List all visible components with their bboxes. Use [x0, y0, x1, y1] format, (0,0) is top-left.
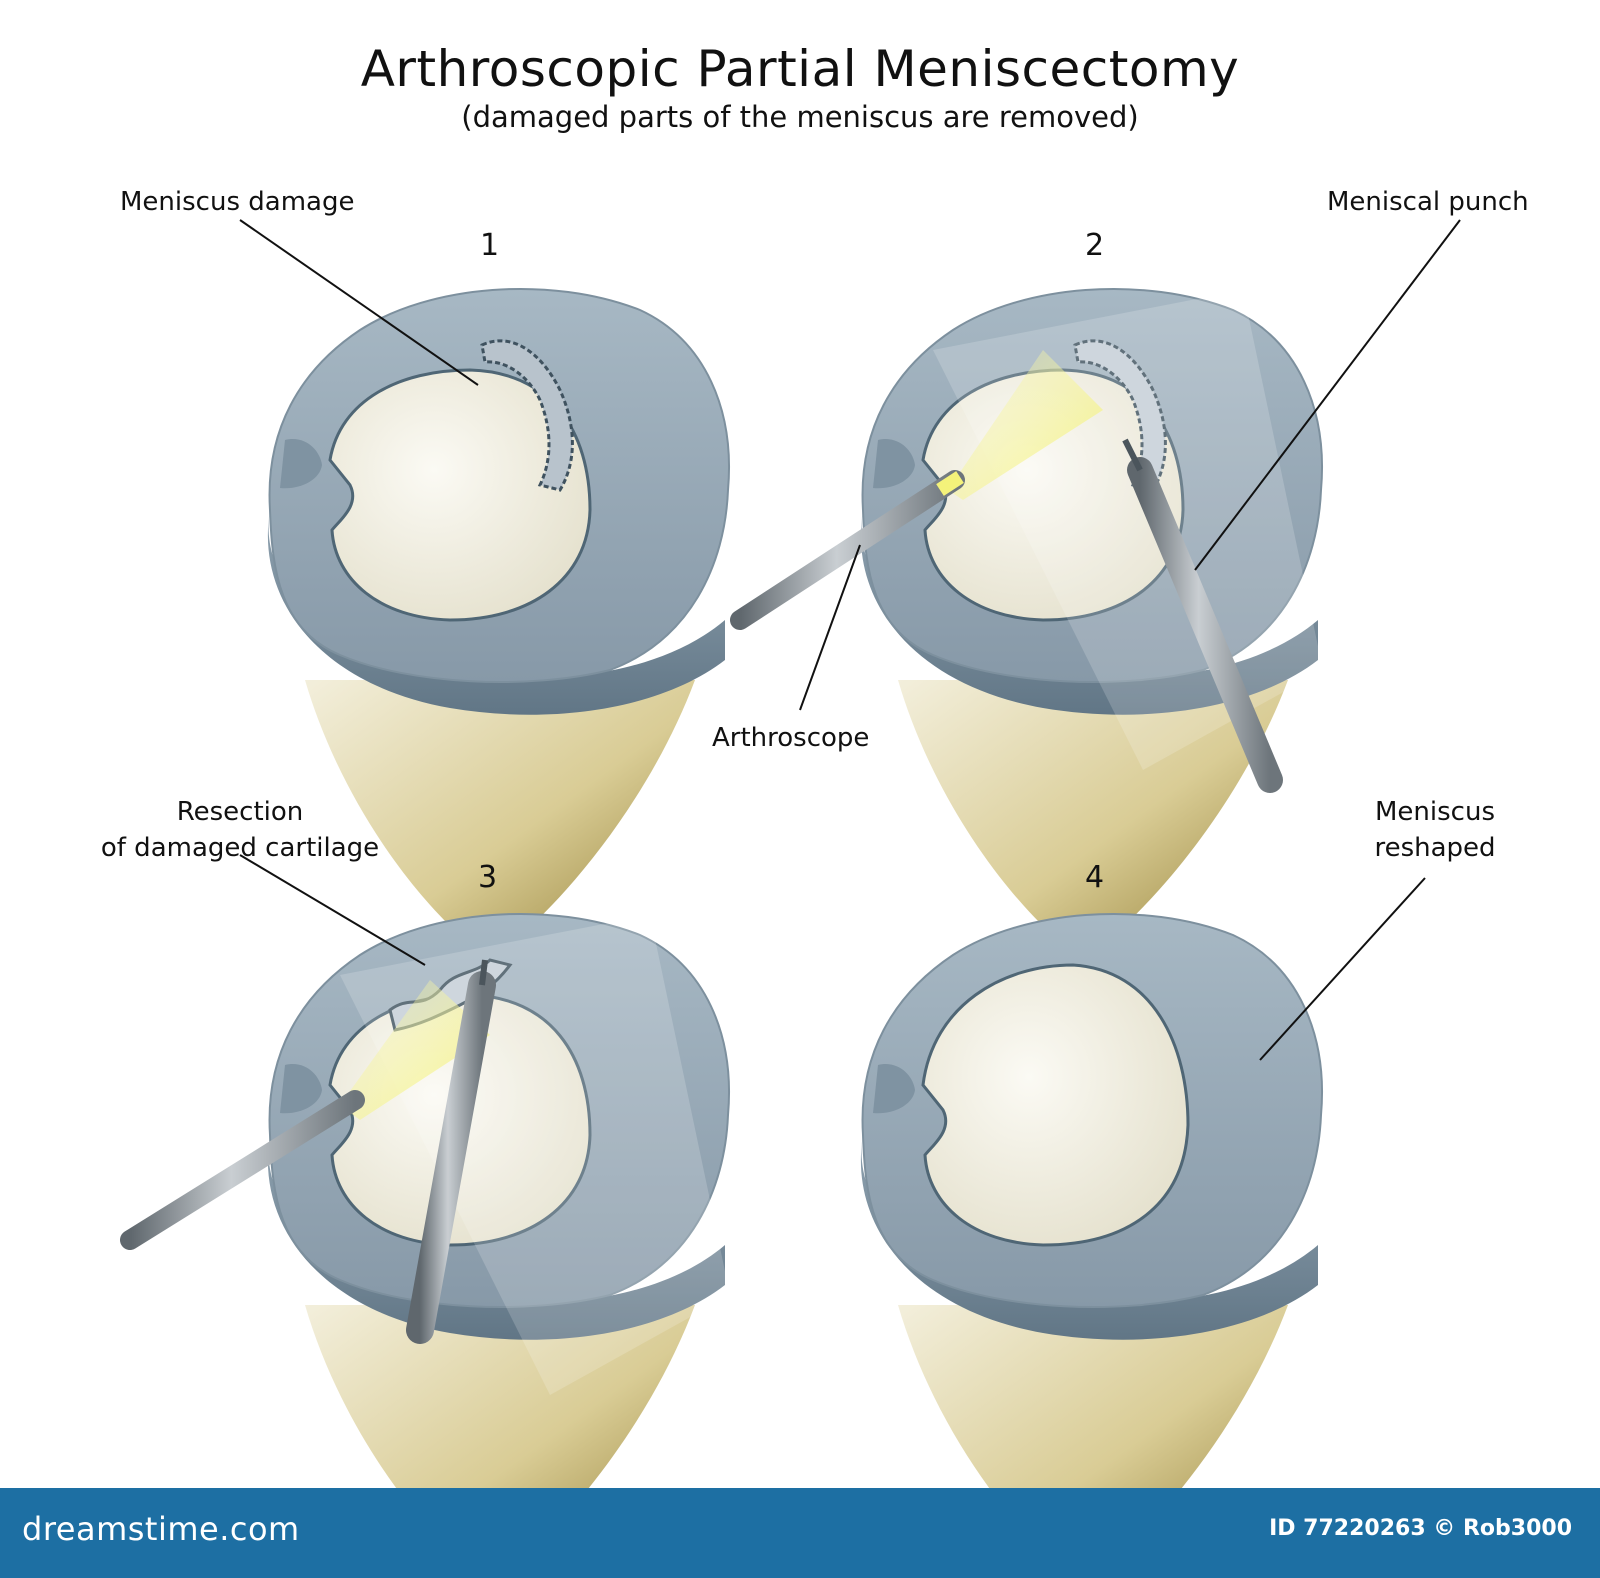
panel-number-2: 2: [1085, 228, 1105, 263]
leader-meniscus-reshaped: [1259, 877, 1426, 1061]
leader-arthroscope: [799, 544, 861, 711]
panel-3-knee: [266, 912, 730, 1488]
meniscectomy-illustration: [120, 219, 1461, 1488]
page-title: Arthroscopic Partial Meniscectomy: [360, 40, 1240, 98]
label-resection-line2: of damaged cartilage: [100, 833, 380, 863]
footer-bar: dreamstime.com ID 77220263 © Rob3000: [0, 1488, 1600, 1578]
label-meniscus-reshaped: Meniscus reshaped: [1330, 794, 1540, 866]
panel-3-arthroscope: [120, 1090, 365, 1250]
leader-meniscus-damage: [239, 219, 479, 386]
panel-3-meniscal-punch: [406, 959, 496, 1344]
label-resection: Resection of damaged cartilage: [90, 794, 390, 866]
panel-1-knee: [266, 287, 730, 961]
leader-meniscal-punch: [1194, 219, 1461, 571]
panel-number-4: 4: [1085, 860, 1105, 895]
panel-2-arthroscope: [730, 470, 965, 630]
footer-credit: ID 77220263 © Rob3000: [1269, 1516, 1572, 1541]
label-meniscus-damage: Meniscus damage: [120, 187, 355, 217]
label-resection-line1: Resection: [176, 797, 304, 827]
page-subtitle: (damaged parts of the meniscus are remov…: [461, 100, 1139, 134]
panel-4-knee: [859, 912, 1323, 1488]
leader-resection: [239, 854, 426, 966]
label-reshaped-line2: reshaped: [1374, 833, 1496, 863]
panel-2-meniscal-punch: [1122, 438, 1283, 793]
label-arthroscope: Arthroscope: [712, 723, 870, 753]
label-meniscal-punch: Meniscal punch: [1327, 187, 1529, 217]
label-reshaped-line1: Meniscus: [1375, 797, 1495, 827]
panel-number-1: 1: [480, 228, 500, 263]
footer-brand[interactable]: dreamstime.com: [22, 1510, 300, 1548]
panel-number-3: 3: [478, 860, 498, 895]
leader-lines: [239, 219, 1461, 1061]
